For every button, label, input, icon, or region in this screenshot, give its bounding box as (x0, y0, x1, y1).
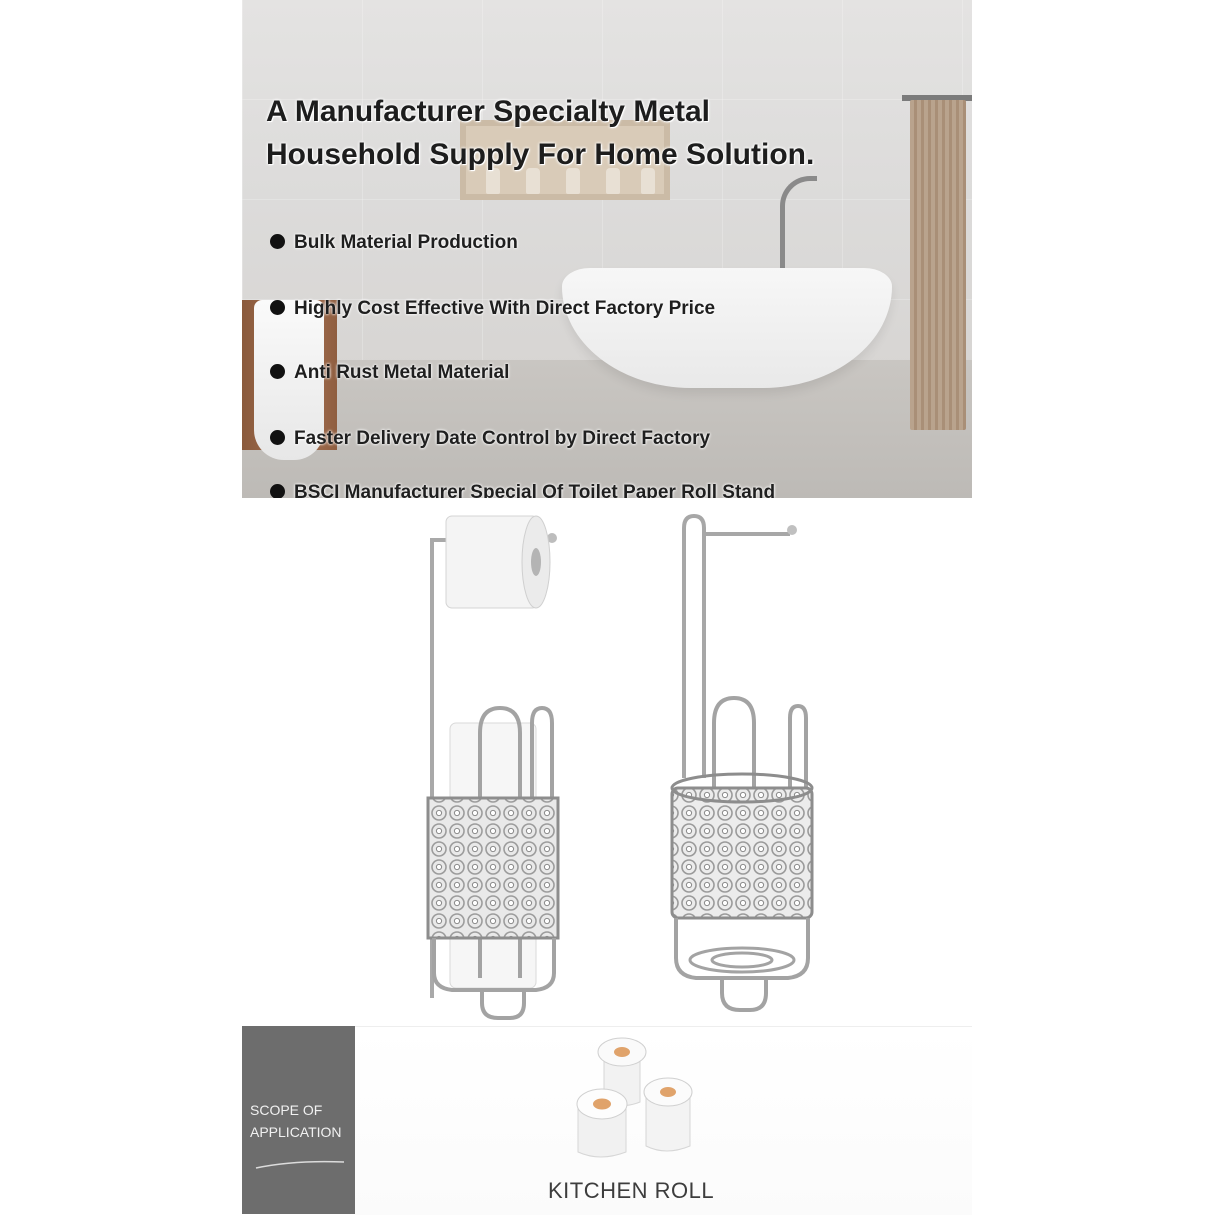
decorative-swoosh (255, 1160, 345, 1169)
kitchen-roll-label: KITCHEN ROLL (548, 1178, 715, 1203)
feature-text: Faster Delivery Date Control by Direct F… (294, 428, 711, 449)
feature-item: Anti Rust Metal Material (270, 362, 509, 384)
scope-panel: SCOPE OF APPLICATION (242, 1026, 355, 1214)
headline-line-2: Household Supply For Home Solution. (266, 138, 815, 171)
bullet-icon (270, 234, 285, 249)
bullet-icon (270, 364, 285, 379)
feature-text: Bulk Material Production (294, 232, 518, 253)
towel (910, 100, 966, 430)
feature-text: BSCI Manufacturer Special Of Toilet Pape… (294, 482, 776, 503)
feature-item: Highly Cost Effective With Direct Factor… (270, 298, 715, 320)
feature-item: Faster Delivery Date Control by Direct F… (270, 428, 710, 450)
feature-text: Highly Cost Effective With Direct Factor… (294, 298, 716, 319)
banner-headline: A Manufacturer Specialty Metal Household… (266, 90, 966, 176)
headline-line-1: A Manufacturer Specialty Metal (266, 95, 711, 128)
bathroom-banner (242, 0, 972, 498)
floor (242, 360, 972, 498)
scope-title-line-1: SCOPE OF (250, 1102, 323, 1118)
feature-item: Bulk Material Production (270, 232, 518, 254)
toilet-paper-stand-empty (670, 513, 814, 1012)
bathtub-faucet (780, 176, 817, 281)
product-images (242, 498, 972, 1028)
toilet (254, 300, 324, 460)
feature-item: BSCI Manufacturer Special Of Toilet Pape… (270, 482, 775, 504)
scope-title: SCOPE OF APPLICATION (250, 1099, 350, 1143)
feature-text: Anti Rust Metal Material (294, 362, 510, 383)
bullet-icon (270, 300, 285, 315)
bathtub (562, 268, 892, 388)
bullet-icon (270, 484, 285, 499)
scope-title-line-2: APPLICATION (250, 1124, 342, 1140)
toilet-paper-stand-with-roll (426, 515, 560, 1020)
bullet-icon (270, 430, 285, 445)
towel-bar (902, 95, 972, 101)
wall-niche (460, 120, 670, 200)
paper-rolls-icon (576, 1037, 693, 1158)
